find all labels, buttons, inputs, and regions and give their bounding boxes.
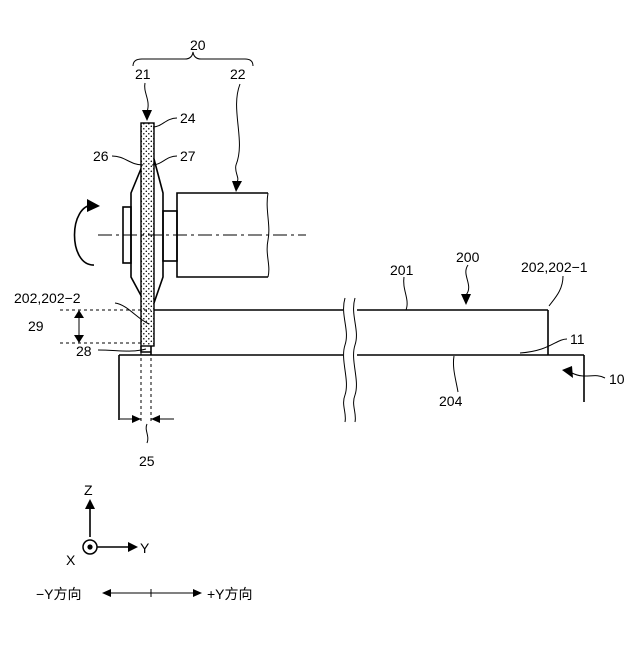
label-26: 26: [93, 148, 109, 164]
dimension-25: [120, 346, 174, 443]
label-204: 204: [439, 393, 463, 409]
label-27: 27: [180, 148, 196, 164]
label-22: 22: [230, 66, 246, 82]
label-200: 200: [456, 249, 480, 265]
label-10: 10: [609, 371, 625, 387]
axis-label-y: Y: [140, 540, 150, 556]
label-28: 28: [76, 343, 92, 359]
axis-label-z: Z: [84, 482, 93, 498]
dimension-29: [60, 310, 151, 343]
label-29: 29: [28, 318, 44, 334]
coordinate-axes: [83, 499, 138, 554]
break-lines: [343, 298, 357, 422]
bracket-20: [133, 52, 253, 66]
label-21: 21: [135, 66, 151, 82]
label-minus-y-direction: −Y方向: [36, 586, 82, 602]
leader-lines: [98, 83, 567, 392]
rotation-arrow-icon: [75, 199, 101, 265]
label-plus-y-direction: +Y方向: [207, 586, 253, 602]
label-24: 24: [180, 110, 196, 126]
label-25: 25: [139, 453, 155, 469]
label-20: 20: [190, 37, 206, 53]
label-201: 201: [390, 262, 414, 278]
label-202-1: 202,202−1: [521, 259, 588, 275]
axis-label-x: X: [66, 552, 76, 568]
direction-indicator: [102, 589, 202, 597]
label-11: 11: [570, 331, 585, 347]
label-202-2: 202,202−2: [14, 290, 81, 306]
